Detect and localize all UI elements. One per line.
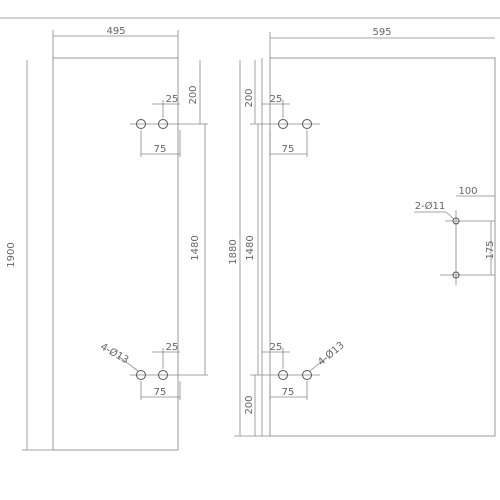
- right-top-hole-1: [278, 119, 288, 129]
- left-hole-callout: 4-Ø13: [98, 341, 130, 367]
- right-top-offset-label: 200: [244, 88, 255, 107]
- left-panel: 495 1900 200 1480 75 25: [6, 26, 208, 451]
- right-side-callout-leader: [445, 211, 455, 220]
- right-hole-spacing-label: 1480: [245, 235, 256, 260]
- right-panel-outline: [269, 57, 496, 437]
- right-side-hole-spacing-label: 175: [485, 240, 496, 259]
- right-bottom-pair-spacing-label: 75: [282, 387, 295, 398]
- right-bottom-hole-2: [302, 370, 312, 380]
- left-height-label: 1900: [6, 242, 17, 267]
- right-bottom-offset-label: 200: [244, 395, 255, 414]
- left-bottom-hole-2: [158, 370, 168, 380]
- right-top-small-offset-label: 25: [270, 94, 283, 105]
- right-top-hole-2: [302, 119, 312, 129]
- left-bottom-hole-1: [136, 370, 146, 380]
- left-top-hole-2: [158, 119, 168, 129]
- left-bottom-hole-group: 75 25 4-Ø13: [98, 341, 208, 400]
- left-bottom-pair-spacing-label: 75: [154, 387, 167, 398]
- right-outer-height-label: 1880: [228, 239, 239, 264]
- left-top-small-offset-label: 25: [166, 94, 179, 105]
- left-width-label: 495: [106, 26, 125, 37]
- right-top-pair-spacing-label: 75: [282, 144, 295, 155]
- right-hole-callout: 4-Ø13: [316, 339, 347, 368]
- left-hole-callout-leader: [117, 355, 139, 372]
- right-bottom-small-offset-label: 25: [270, 342, 283, 353]
- right-panel: 595 1880 200 1480 200 75 25: [228, 27, 496, 437]
- right-width-label: 595: [372, 27, 391, 38]
- left-bottom-small-offset-label: 25: [166, 342, 179, 353]
- left-top-offset-label: 200: [188, 85, 199, 104]
- left-hole-spacing-label: 1480: [190, 235, 201, 260]
- right-side-hole-callout: 2-Ø11: [415, 200, 446, 212]
- left-panel-outline: [52, 57, 179, 451]
- right-side-hole-group: 100 175 2-Ø11: [414, 186, 496, 285]
- right-side-hole-1: [452, 217, 460, 225]
- right-bottom-hole-1: [278, 370, 288, 380]
- right-side-hole-2: [452, 271, 460, 279]
- right-top-hole-group: 75 25: [250, 94, 320, 157]
- left-top-hole-group: 75 25: [130, 94, 208, 157]
- left-top-pair-spacing-label: 75: [154, 144, 167, 155]
- right-hole-callout-leader: [309, 357, 327, 372]
- right-side-hole-offset-label: 100: [458, 186, 477, 197]
- left-top-hole-1: [136, 119, 146, 129]
- right-bottom-hole-group: 75 25 4-Ø13: [250, 339, 347, 400]
